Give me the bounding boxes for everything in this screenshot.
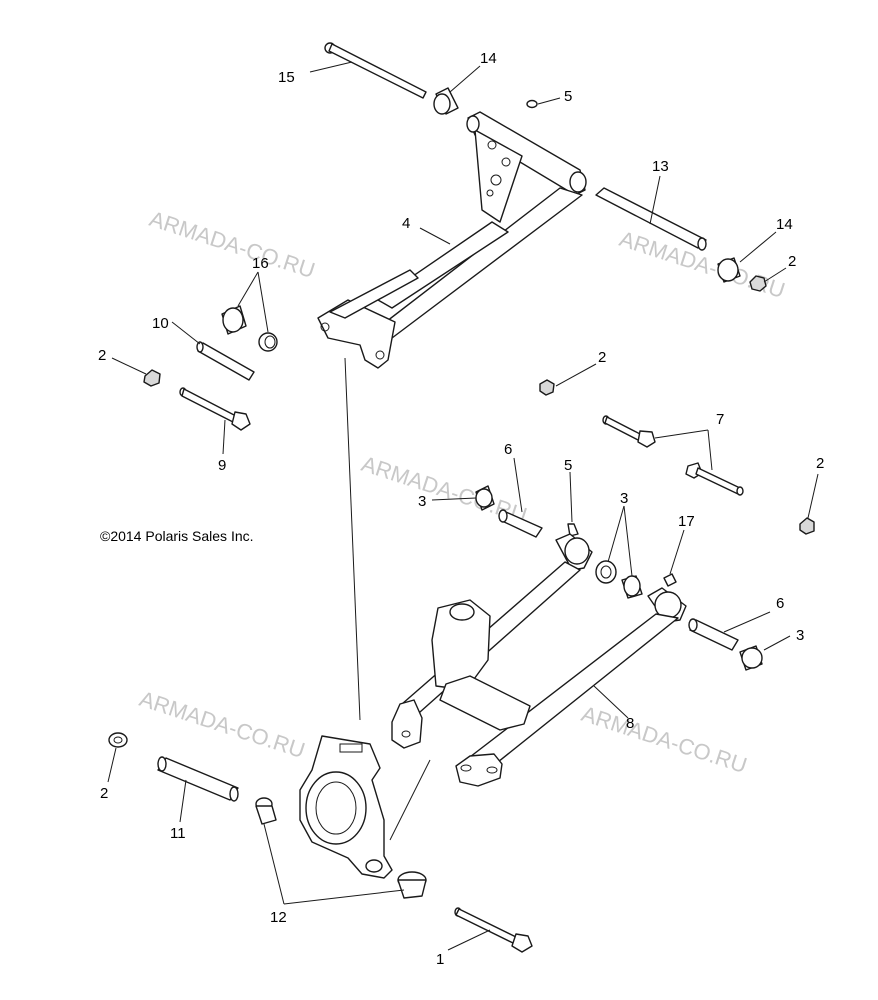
callout-8: 8 [626, 715, 634, 732]
lower-a-arm-8 [391, 533, 687, 787]
callout-17: 17 [678, 513, 695, 530]
assembly-lines [344, 357, 431, 841]
callout-14-right: 14 [776, 216, 793, 233]
callout-13: 13 [652, 158, 669, 175]
callout-2-d: 2 [816, 455, 824, 472]
bushing-14-top [433, 87, 459, 115]
callout-9: 9 [218, 457, 226, 474]
bolt-15 [324, 42, 427, 99]
callout-6-a: 6 [504, 441, 512, 458]
callout-1: 1 [436, 951, 444, 968]
callout-3-a: 3 [418, 493, 426, 510]
callout-2-e: 2 [100, 785, 108, 802]
callout-labels: 15 14 5 13 4 14 2 16 10 2 2 7 9 6 5 2 3 … [98, 50, 824, 968]
callout-14-top: 14 [480, 50, 497, 67]
bolt-1 [454, 907, 533, 953]
watermark-4: ARMADA-CO.RU [136, 686, 308, 763]
callout-16: 16 [252, 255, 269, 272]
bushings-12 [255, 797, 427, 899]
callout-12: 12 [270, 909, 287, 926]
copyright-text: ©2014 Polaris Sales Inc. [100, 528, 254, 544]
bolts-7 [602, 415, 744, 496]
spacer-10 [196, 341, 255, 381]
callout-7: 7 [716, 411, 724, 428]
grease-fitting-17 [663, 573, 677, 587]
upper-a-arm-4 [317, 111, 587, 369]
callout-10: 10 [152, 315, 169, 332]
nut-2-d [799, 517, 815, 535]
callout-15: 15 [278, 69, 295, 86]
callout-leaders [107, 61, 819, 951]
bushings-3-b [595, 560, 643, 599]
fitting-5-top [526, 99, 538, 109]
watermark-5: ARMADA-CO.RU [578, 701, 750, 778]
nut-2-c [539, 379, 555, 396]
fitting-5-mid [567, 523, 579, 537]
nut-2-a [749, 275, 767, 292]
nut-2-e [108, 732, 128, 748]
callout-2-b: 2 [98, 347, 106, 364]
callout-3-b: 3 [620, 490, 628, 507]
callout-2-a: 2 [788, 253, 796, 270]
spindle-knuckle [299, 735, 393, 879]
callout-5-mid: 5 [564, 457, 572, 474]
bushings-16 [221, 305, 278, 352]
sleeve-6-a [498, 509, 543, 538]
callout-5-top: 5 [564, 88, 572, 105]
watermark-1: ARMADA-CO.RU [146, 206, 318, 283]
callout-2-c: 2 [598, 349, 606, 366]
spacer-11 [157, 756, 239, 802]
callout-4: 4 [402, 215, 410, 232]
callout-6-b: 6 [776, 595, 784, 612]
bushing-3-c [739, 645, 763, 671]
callout-11: 11 [170, 825, 186, 842]
sleeve-6-b [688, 618, 739, 651]
callout-3-c: 3 [796, 627, 804, 644]
nut-2-b [143, 369, 161, 387]
bushing-14-right [717, 257, 741, 283]
bolt-9 [179, 387, 251, 431]
